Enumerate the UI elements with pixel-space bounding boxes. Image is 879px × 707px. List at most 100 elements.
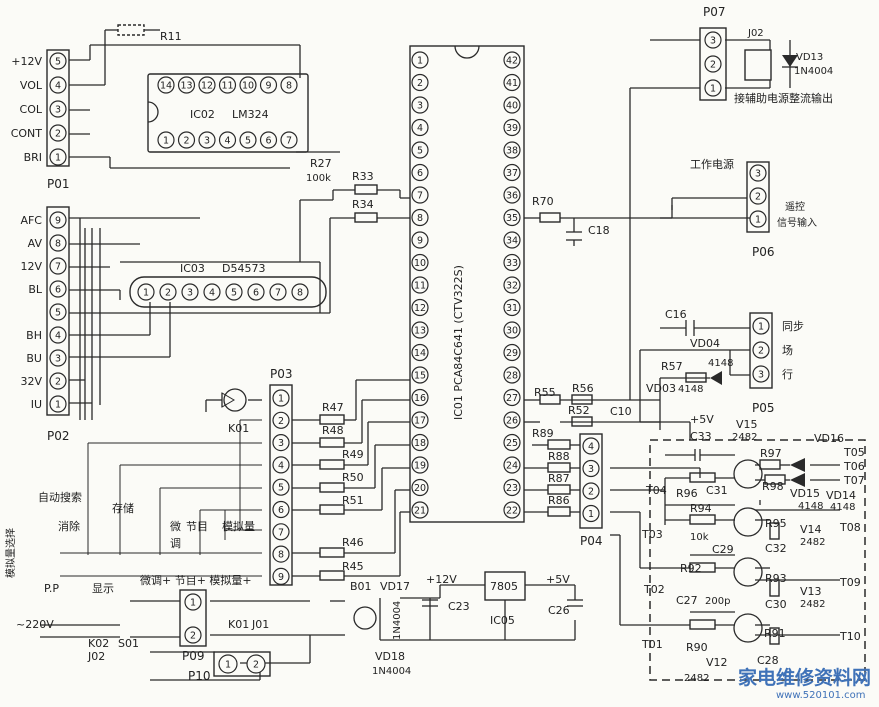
p07-pin-number: 2: [710, 60, 716, 71]
r88-label: R88: [548, 450, 570, 463]
p03-pin-circle: [272, 478, 290, 496]
ic03-pin-number: 2: [165, 288, 171, 299]
ic01-left-pin-number: 8: [417, 213, 423, 224]
ic01-right-pin-number: 38: [506, 146, 518, 157]
ic01-right-pin-circle: [503, 96, 521, 114]
ic02-bottom-pin-number: 4: [224, 136, 230, 147]
ic01-left-pin-circle: [411, 141, 429, 159]
r47-label: R47: [322, 401, 344, 414]
ic02-bottom-pin-circle: [239, 131, 257, 149]
p02-pin-number: 6: [55, 285, 61, 296]
k01-relay-label: K01: [228, 618, 249, 631]
ic03-pin-number: 7: [275, 288, 281, 299]
p02-pin-number: 3: [55, 354, 61, 365]
ic01-right-pin-number: 22: [506, 506, 518, 517]
ic05-body: [484, 571, 526, 601]
k01-label: K01: [228, 422, 249, 435]
key-fine: 微: [170, 519, 181, 533]
r46-label: R46: [342, 536, 364, 549]
p03-pin-circle: [272, 456, 290, 474]
ic01-right-pin-number: 32: [506, 281, 518, 292]
c32-label: C32: [765, 542, 787, 555]
p05-name: P05: [752, 401, 775, 415]
p02-signal-label: 32V: [20, 375, 42, 388]
plus5v-label: +5V: [690, 413, 714, 426]
p04-pin-circle: [582, 504, 600, 523]
ic02-top-pin-number: 14: [160, 81, 172, 92]
ic02-top-pin-circle: [239, 76, 257, 94]
ic01-left-pin-number: 16: [414, 393, 426, 404]
p01-pin-number: 5: [55, 57, 61, 68]
p03-pin-circle: [272, 411, 290, 429]
p02-pin-circle: [49, 349, 67, 367]
ic01-left-pin-circle: [411, 478, 429, 497]
ic02-bottom-pin-circle: [157, 131, 175, 149]
p01-signal-label: BRI: [24, 151, 42, 164]
ic05-part: 7805: [490, 580, 518, 593]
ic01-right-pin-number: 28: [506, 371, 518, 382]
p02-pin-circle: [49, 280, 67, 298]
ic03-pin-number: 4: [209, 288, 215, 299]
test-points: T04 T03 T02 T01 T05 T06 T07 T08 T09 T10: [641, 446, 865, 651]
v12-value: 2482: [684, 673, 709, 684]
p04-pin-number: 1: [588, 509, 594, 520]
t03-label: T03: [641, 528, 663, 541]
p02-pin-number: 5: [55, 308, 61, 319]
p02-pin-circle: [49, 395, 67, 413]
ic01-right-pin-number: 37: [506, 168, 518, 179]
ic02-part: LM324: [232, 108, 269, 121]
j01-label: J01: [251, 618, 269, 631]
ic02-bottom-pin-circle: [177, 131, 196, 149]
t09-label: T09: [839, 576, 861, 589]
ic02-top-pin-circle: [198, 76, 216, 94]
p01-pin-circle: [49, 148, 67, 166]
c33-label: C33: [690, 430, 712, 443]
r86-label: R86: [548, 494, 570, 507]
p01-signal-label: +12V: [11, 55, 42, 68]
ic01-right-pin-number: 30: [506, 326, 518, 337]
c18-label: C18: [588, 224, 610, 237]
plus12v-label: +12V: [426, 573, 457, 586]
ic01-left-pin-number: 17: [414, 416, 426, 427]
ic01-left-pin-circle: [411, 321, 429, 339]
ic01-right-pin-circle: [503, 118, 521, 137]
r27-value: 100k: [306, 173, 331, 184]
watermark-text: 家电维修资料网: [738, 666, 871, 689]
p03-pin-number: 3: [278, 438, 284, 449]
p03-pin-number: 1: [278, 394, 284, 405]
c16-label: C16: [665, 308, 687, 321]
r55-label: R55: [534, 386, 556, 399]
ic03-pin-circle: [225, 283, 243, 301]
ic02-bottom-pin-number: 3: [204, 136, 210, 147]
key-store: 存储: [112, 501, 134, 515]
ic01-right-pin-number: 31: [506, 303, 518, 314]
p01-pin-circle: [49, 100, 67, 118]
v15-value: 2482: [732, 432, 757, 443]
p06-pin-circle: [749, 164, 767, 182]
r56-label: R56: [572, 382, 594, 395]
ic03-pin-circle: [181, 283, 199, 301]
c27-label: C27: [676, 594, 698, 607]
r11-label: R11: [160, 30, 182, 43]
r34-body: [354, 212, 378, 223]
vd15-label: VD15: [790, 487, 820, 500]
p02-signal-label: BU: [26, 352, 42, 365]
ic01-right-pin-circle: [503, 343, 521, 362]
t06-label: T06: [843, 460, 865, 473]
vd18-label: VD18: [375, 650, 405, 663]
ic01-right-pin-circle: [503, 321, 521, 339]
p01-pin-number: 3: [55, 105, 61, 116]
p05-signal-label: 同步: [782, 320, 804, 333]
p01-pin-circle: [49, 124, 67, 142]
ic01-right-pin-number: 25: [506, 438, 518, 449]
p02-pin-circle: [49, 303, 67, 321]
ic01-right-pin-circle: [503, 141, 521, 159]
ic01-right-pin-number: 33: [506, 258, 518, 269]
p01-pin-number: 1: [55, 153, 61, 164]
r90-label: R90: [686, 641, 708, 654]
vd14-label: VD14: [826, 489, 856, 502]
ic01-right-pin-circle: [503, 163, 521, 182]
p05-pin-circle: [752, 341, 770, 359]
